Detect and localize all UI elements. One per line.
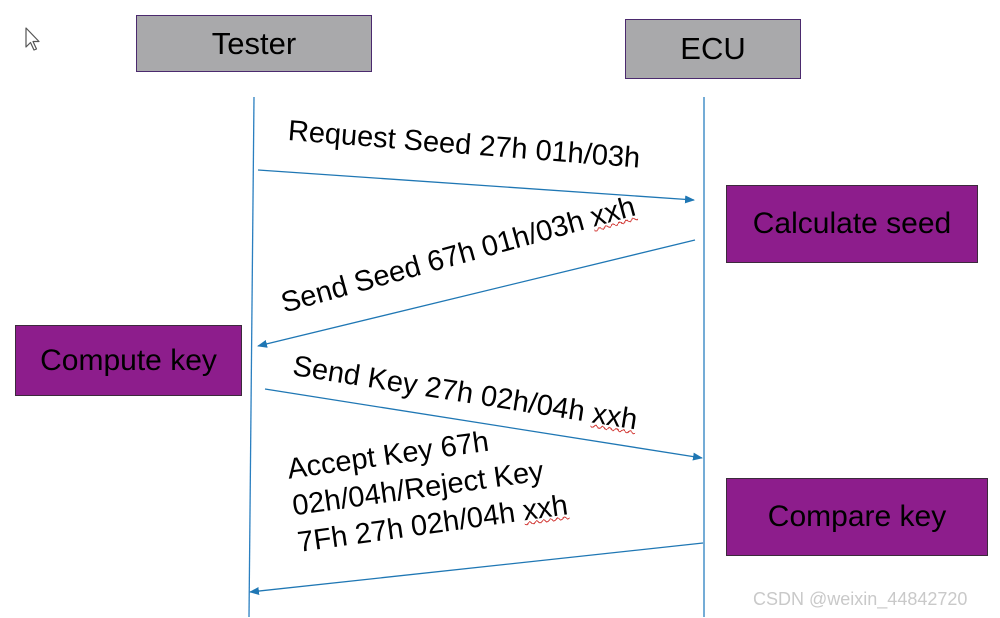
compare-key-label: Compare key — [767, 500, 947, 533]
ecu-label: ECU — [680, 31, 746, 66]
send-key-squiggle-text: xxh — [589, 397, 640, 437]
tester-label: Tester — [211, 25, 297, 61]
send-seed-arrow — [257, 239, 696, 348]
request-seed-arrow — [257, 169, 695, 204]
ecu-participant: ECU — [625, 19, 801, 79]
accept-key-arrow — [249, 542, 704, 596]
tester-participant: Tester — [136, 15, 372, 72]
compute-key-label: Compute key — [40, 343, 217, 377]
calculate-seed-label: Calculate seed — [752, 207, 952, 240]
accept-key-squiggle-text: xxh — [520, 489, 570, 528]
calculate-seed-box: Calculate seed — [726, 185, 978, 263]
send-key-arrow — [264, 388, 703, 461]
watermark: CSDN @weixin_44842720 — [753, 589, 968, 609]
compare-key-box: Compare key — [726, 478, 988, 556]
mouse-pointer-icon — [25, 27, 43, 58]
compute-key-box: Compute key — [15, 325, 242, 396]
tester-lifeline — [248, 96, 255, 618]
